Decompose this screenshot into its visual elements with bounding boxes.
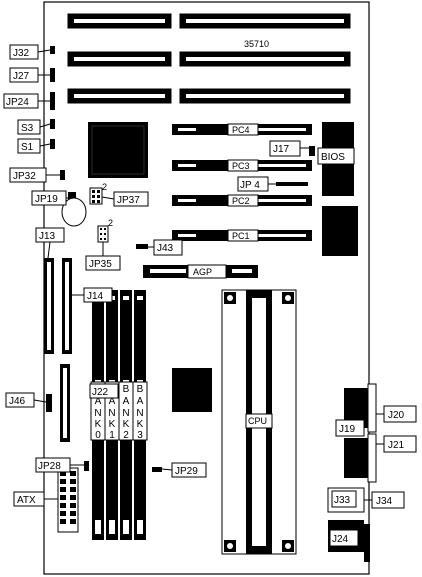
label-j13: J13 xyxy=(39,231,56,242)
svg-text:CPU: CPU xyxy=(248,416,267,426)
svg-text:0: 0 xyxy=(95,430,101,441)
label-j33: J33 xyxy=(334,495,351,506)
label-pc3: PC3 xyxy=(232,161,250,171)
label-j27: J27 xyxy=(13,71,30,82)
label-jp35: JP35 xyxy=(89,259,112,270)
left-labels: J32 J27 JP24 S3 S1 JP32 JP19 JP37 J13 JP… xyxy=(3,44,149,507)
svg-text:K: K xyxy=(95,419,102,430)
svg-text:3: 3 xyxy=(137,430,143,441)
label-j34: J34 xyxy=(376,496,393,507)
svg-text:K: K xyxy=(109,419,116,430)
label-jp19: JP19 xyxy=(35,194,58,205)
label-j17: J17 xyxy=(273,144,290,155)
label-s3: S3 xyxy=(21,123,34,134)
label-jp4: JP 4 xyxy=(240,180,260,191)
label-j24: J24 xyxy=(332,534,349,545)
svg-text:A: A xyxy=(95,396,102,407)
label-jp24: JP24 xyxy=(6,97,29,108)
label-pc1: PC1 xyxy=(232,231,250,241)
label-jp28: JP28 xyxy=(38,461,61,472)
svg-text:2: 2 xyxy=(102,182,107,192)
label-pc2: PC2 xyxy=(232,196,250,206)
label-j22: J22 xyxy=(92,387,109,398)
battery xyxy=(61,197,87,227)
atx-connector xyxy=(57,467,79,533)
bios-chip: BIOS xyxy=(317,122,355,196)
label-j21: J21 xyxy=(388,440,405,451)
svg-text:A: A xyxy=(123,396,130,407)
svg-text:A: A xyxy=(137,396,144,407)
svg-text:1: 1 xyxy=(109,430,115,441)
svg-text:BIOS: BIOS xyxy=(321,152,345,163)
label-j46: J46 xyxy=(9,396,26,407)
label-j20: J20 xyxy=(388,410,405,421)
svg-text:N: N xyxy=(94,408,101,419)
label-agp: AGP xyxy=(193,267,212,277)
ide-connectors xyxy=(44,258,72,354)
label-pc4: PC4 xyxy=(232,125,250,135)
svg-text:N: N xyxy=(136,408,143,419)
label-j32: J32 xyxy=(13,48,30,59)
label-jp37: JP37 xyxy=(117,195,140,206)
northbridge-chip xyxy=(172,368,212,412)
svg-text:K: K xyxy=(137,419,144,430)
label-s1: S1 xyxy=(21,142,34,153)
svg-text:B: B xyxy=(137,384,144,395)
board-number: 35710 xyxy=(244,39,269,49)
label-j14: J14 xyxy=(87,291,104,302)
chipset-chip xyxy=(88,122,148,178)
svg-text:N: N xyxy=(122,408,129,419)
label-jp29: JP29 xyxy=(175,466,198,477)
cpu-slot: CPU xyxy=(221,289,297,555)
label-atx: ATX xyxy=(17,495,36,506)
svg-text:2: 2 xyxy=(108,218,113,228)
label-j19: J19 xyxy=(339,424,356,435)
svg-text:B: B xyxy=(123,384,130,395)
label-j43: J43 xyxy=(157,243,174,254)
svg-text:K: K xyxy=(123,419,130,430)
svg-text:A: A xyxy=(109,396,116,407)
right-labels: J20 J21 J34 xyxy=(364,405,417,509)
svg-text:N: N xyxy=(108,408,115,419)
svg-text:2: 2 xyxy=(123,430,129,441)
super-io-chip xyxy=(322,206,358,256)
label-jp32: JP32 xyxy=(13,171,36,182)
left-headers xyxy=(50,46,65,180)
floppy-connector xyxy=(60,364,70,442)
